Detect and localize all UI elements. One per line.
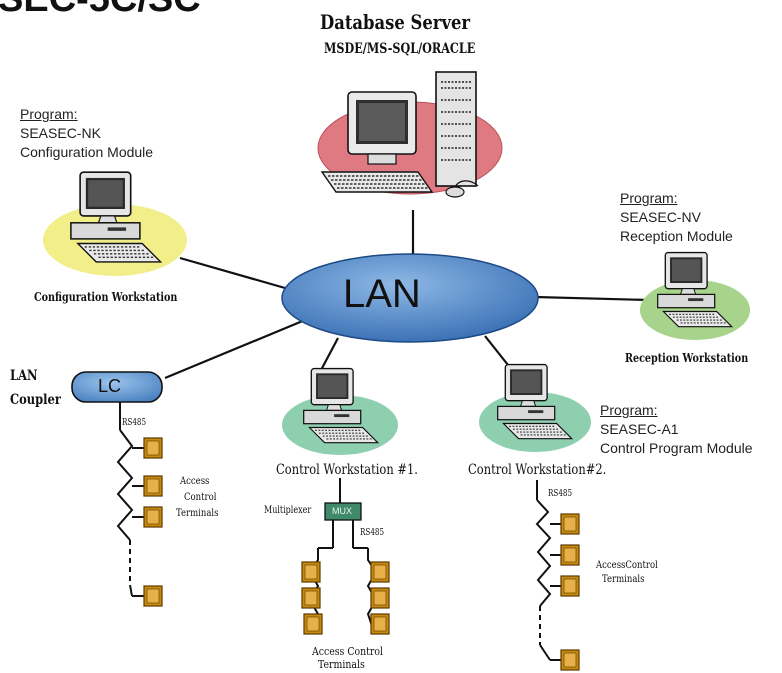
- lan-coupler-box: [71, 371, 163, 403]
- terminal-icon: [370, 561, 390, 583]
- terminal-icon: [301, 561, 321, 583]
- lan-coupler-box-label: LC: [98, 376, 122, 396]
- left-terminals-label-1: Access: [180, 476, 210, 487]
- link-config: [179, 256, 286, 290]
- terminal-icon: [370, 613, 390, 635]
- control-2-caption: Control Workstation#2.: [468, 462, 607, 478]
- right-terminals-label-1: AccessControl: [596, 560, 658, 571]
- reception-module: Reception Module: [620, 228, 733, 244]
- bottom-terminals-label-2: Terminals: [318, 658, 365, 671]
- lan-coupler-label-1: LAN: [10, 368, 38, 384]
- terminal-icon: [370, 587, 390, 609]
- link-control-1: [319, 337, 339, 373]
- server-computer-icon: [320, 71, 479, 198]
- bottom-terminals-label-1: Access Control: [312, 645, 383, 658]
- left-terminals-label-3: Terminals: [176, 508, 219, 519]
- rs485-left-label: RS485: [122, 418, 147, 428]
- reception-program-heading: Program:: [620, 190, 678, 206]
- terminal-icon: [301, 587, 321, 609]
- link-control-2: [484, 335, 509, 366]
- rs485-mid-label: RS485: [360, 528, 385, 538]
- terminal-icon: [303, 613, 323, 635]
- terminal-icon: [560, 575, 580, 597]
- server-subtitle: MSDE/MS-SQL/ORACLE: [324, 41, 476, 57]
- left-bus: [116, 402, 150, 597]
- terminal-icon: [143, 506, 163, 528]
- control-2-program-name: SEASEC-A1: [600, 421, 679, 437]
- terminal-icon: [143, 437, 163, 459]
- reception-program-name: SEASEC-NV: [620, 209, 701, 225]
- mux-box-label: MUX: [332, 506, 352, 516]
- lan-coupler-label-2: Coupler: [10, 392, 61, 408]
- left-terminals-label-2: Control: [184, 492, 217, 503]
- terminal-icon: [560, 544, 580, 566]
- right-terminals-label-2: Terminals: [602, 574, 645, 585]
- control-1-caption: Control Workstation #1.: [276, 462, 418, 478]
- config-caption: Configuration Workstation: [34, 290, 178, 304]
- link-lc: [164, 318, 306, 380]
- control-2-program-heading: Program:: [600, 402, 658, 418]
- multiplexer-label: Multiplexer: [264, 505, 312, 516]
- control-2-module: Control Program Module: [600, 440, 753, 456]
- mux-box: [324, 502, 362, 521]
- server-title: Database Server: [320, 10, 471, 34]
- lan-cloud: [281, 253, 539, 343]
- config-program-name: SEASEC-NK: [20, 125, 101, 141]
- rs485-right-label: RS485: [548, 489, 573, 499]
- lan-label: LAN: [343, 272, 421, 316]
- terminal-icon: [560, 649, 580, 671]
- link-reception: [534, 295, 649, 302]
- config-module: Configuration Module: [20, 144, 154, 160]
- terminal-icon: [143, 585, 163, 607]
- header-fragment: SEC-5C/SC: [0, 0, 201, 21]
- config-program-heading: Program:: [20, 106, 78, 122]
- lan-links: [164, 210, 649, 380]
- terminal-icon: [560, 513, 580, 535]
- terminal-icon: [143, 475, 163, 497]
- reception-caption: Reception Workstation: [625, 351, 749, 365]
- right-bus: [535, 480, 563, 661]
